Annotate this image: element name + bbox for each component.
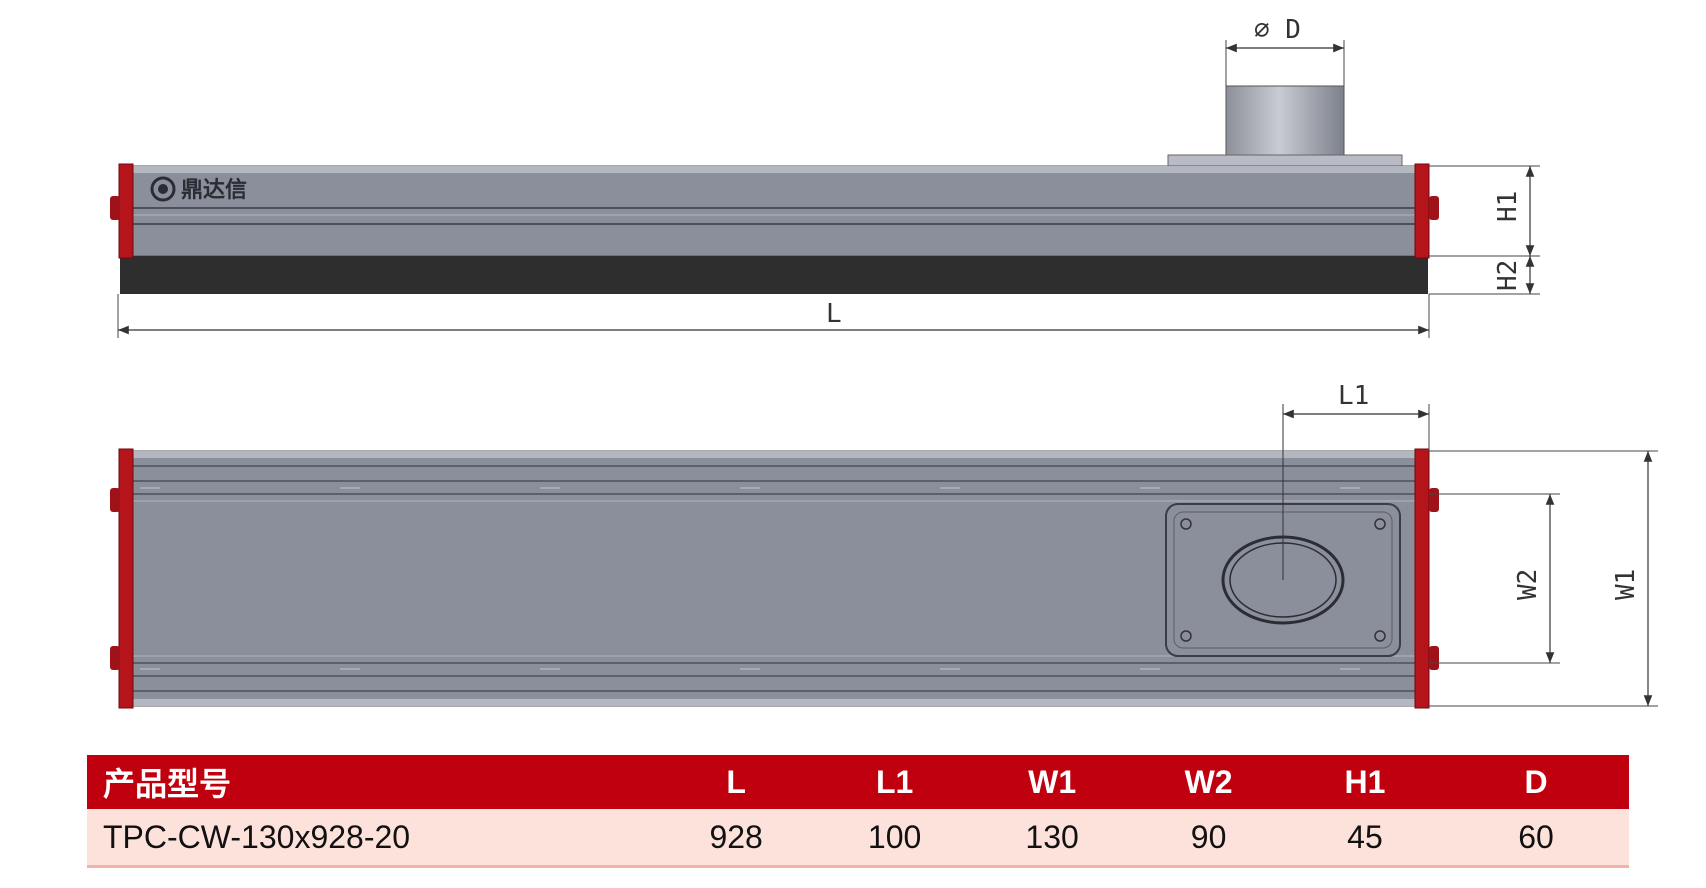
logo-text: 鼎达信 bbox=[181, 177, 247, 203]
mounting-hole-icon bbox=[1180, 518, 1192, 530]
logo-emblem-icon bbox=[150, 176, 176, 202]
cell-w1: 130 bbox=[973, 809, 1131, 868]
outlet-pipe bbox=[1225, 85, 1345, 161]
technical-drawing: 鼎达信 ⌀ D L H1 H2 bbox=[110, 15, 1658, 709]
table-header-row: 产品型号 L L1 W1 W2 H1 D bbox=[87, 755, 1629, 809]
header-l1: L1 bbox=[815, 755, 974, 809]
brush-strip bbox=[120, 256, 1428, 294]
right-bolt bbox=[1429, 196, 1439, 220]
front-body bbox=[119, 165, 1429, 257]
brand-logo: 鼎达信 bbox=[150, 176, 247, 203]
dim-w1-label: W1 bbox=[1611, 569, 1641, 600]
table-row: TPC-CW-130x928-20 928 100 130 90 45 60 bbox=[87, 809, 1629, 868]
header-w2: W2 bbox=[1130, 755, 1287, 809]
mounting-hole-icon bbox=[1374, 630, 1386, 642]
mounting-hole-icon bbox=[1374, 518, 1386, 530]
mounting-hole-icon bbox=[1180, 630, 1192, 642]
dim-l-label: L bbox=[826, 299, 842, 329]
dim-w2-label: W2 bbox=[1513, 569, 1543, 600]
left-end-cap bbox=[118, 163, 134, 259]
dim-d-label: ⌀ D bbox=[1254, 15, 1301, 45]
cell-l1: 100 bbox=[815, 809, 974, 868]
header-l: L bbox=[656, 755, 816, 809]
outlet-flange bbox=[1167, 154, 1403, 168]
right-end-cap bbox=[1414, 163, 1430, 259]
header-w1: W1 bbox=[973, 755, 1131, 809]
header-model: 产品型号 bbox=[87, 755, 657, 809]
spec-table: 产品型号 L L1 W1 W2 H1 D TPC-CW-130x928-20 9… bbox=[87, 755, 1629, 868]
cell-model: TPC-CW-130x928-20 bbox=[87, 809, 657, 868]
top-right-end-cap bbox=[1414, 448, 1430, 709]
dim-h1-label: H1 bbox=[1493, 191, 1523, 222]
top-left-end-cap bbox=[118, 448, 134, 709]
left-bolt bbox=[110, 196, 120, 220]
cell-l: 928 bbox=[656, 809, 816, 868]
cell-d: 60 bbox=[1443, 809, 1629, 868]
dim-h2-label: H2 bbox=[1493, 260, 1523, 291]
cell-h1: 45 bbox=[1286, 809, 1444, 868]
top-view: L1 W2 W1 bbox=[110, 381, 1658, 709]
front-view: 鼎达信 ⌀ D L H1 H2 bbox=[110, 15, 1540, 338]
header-h1: H1 bbox=[1286, 755, 1444, 809]
cell-w2: 90 bbox=[1130, 809, 1287, 868]
header-d: D bbox=[1443, 755, 1629, 809]
dim-l1-label: L1 bbox=[1338, 381, 1369, 411]
